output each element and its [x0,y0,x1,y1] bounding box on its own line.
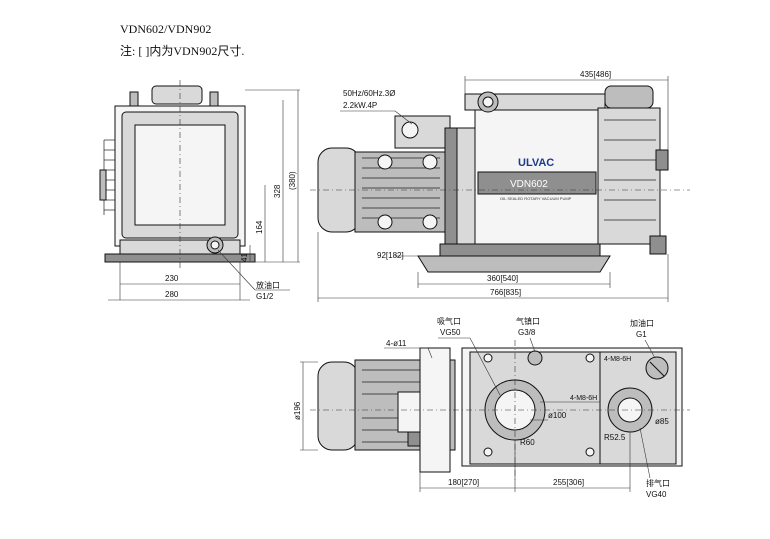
brand-logo: ULVAC [518,157,554,169]
coupling-housing [456,127,476,247]
motor-bolt-2 [377,214,393,230]
gas-ballast-size: G3/8 [518,328,536,337]
gas-ballast-label: 气镇口 [516,316,540,326]
intake-port-inner [482,96,494,108]
motor-bolt-3 [422,154,438,170]
dim-length-top: 435[486] [580,70,611,79]
oil-fill-size: G1 [636,330,647,339]
hole-label: 4-ø11 [386,339,407,348]
top-view: 4-ø11 吸气口 VG50 气镇口 G3/8 加油口 G1 4-M8-6H 4… [293,316,690,499]
drain-label: 放油口 [256,280,280,290]
dim-height-low: 41 [240,253,249,262]
drain-plug-inner [210,240,220,250]
thread-mid-label: 4-M8-6H [570,395,597,402]
lifting-handle [151,85,203,105]
side-base [417,255,611,273]
oil-case-fins [604,119,656,221]
rear-handle [604,85,654,109]
motor-spec-line2: 2.2kW.4P [343,101,377,110]
dia-85-label: ø85 [655,417,669,426]
front-top-bolt-right [209,91,219,107]
front-side-handle [99,169,107,201]
intake-size: VG50 [440,328,461,337]
rear-drain [649,235,667,255]
r60-label: R60 [520,438,535,447]
dim-total-length: 766[835] [490,288,521,297]
brand-stripe [477,171,597,195]
side-view: ULVAC VDN602 OIL SEALED ROTARY VACUUM PU… [310,70,690,302]
mount-hole-4 [585,447,595,457]
dim-height-alt: (380) [288,171,297,190]
front-top-bolt-left [129,91,139,107]
side-base-rail [439,243,601,257]
mount-hole-3 [585,353,595,363]
drawing-title: VDN602/VDN902 [120,22,212,36]
dim-width-outer: 280 [165,290,179,299]
dim-right-label: 255[306] [553,478,584,487]
front-view: (380) 328 164 41 230 280 放油口 G1/2 [99,80,300,301]
mount-hole-1 [483,353,493,363]
dia-100-label: ø100 [548,411,567,420]
dim-left-label: 180[270] [448,478,479,487]
drain-size: G1/2 [256,292,274,301]
gas-ballast-port [527,350,543,366]
dim-foot-height: 92[182] [377,251,404,260]
thread-top-label: 4-M8-6H [604,356,631,363]
top-motor-end-cap [317,361,359,451]
dim-base-length: 360[540] [487,274,518,283]
model-label: VDN602 [510,179,548,190]
motor-flange [444,127,458,249]
drawing-note: 注: [ ]内为VDN902尺寸. [120,44,245,58]
brand-tagline: OIL SEALED ROTARY VACUUM PUMP [500,196,572,201]
dim-height-mid: 164 [255,220,264,234]
motor-bolt-1 [377,154,393,170]
rear-valve [655,149,669,171]
exhaust-label: 排气口 [646,478,670,488]
intake-label: 吸气口 [437,316,461,326]
oil-fill-port [645,356,669,380]
dim-height-total: 328 [273,184,282,198]
motor-spec-line1: 50Hz/60Hz.3Ø [343,89,395,98]
dia-196-label: ø196 [293,401,302,420]
motor-bolt-4 [422,214,438,230]
dim-width-inner: 230 [165,274,179,283]
r52-label: R52.5 [604,433,626,442]
oil-case [597,107,661,245]
oil-fill-label: 加油口 [630,318,654,328]
mount-hole-2 [483,447,493,457]
exhaust-size: VG40 [646,490,667,499]
cable-gland [401,121,419,139]
